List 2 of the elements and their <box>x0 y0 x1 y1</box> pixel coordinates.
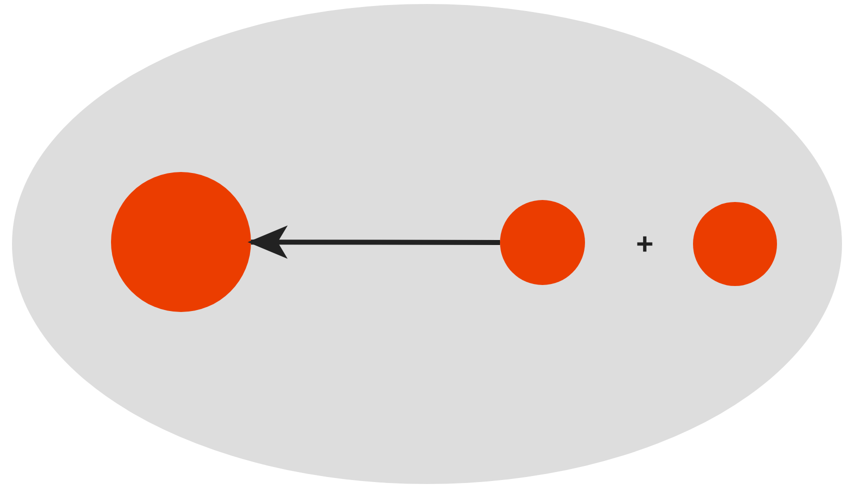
plus-sign: + <box>636 230 654 260</box>
arrow <box>248 225 500 259</box>
